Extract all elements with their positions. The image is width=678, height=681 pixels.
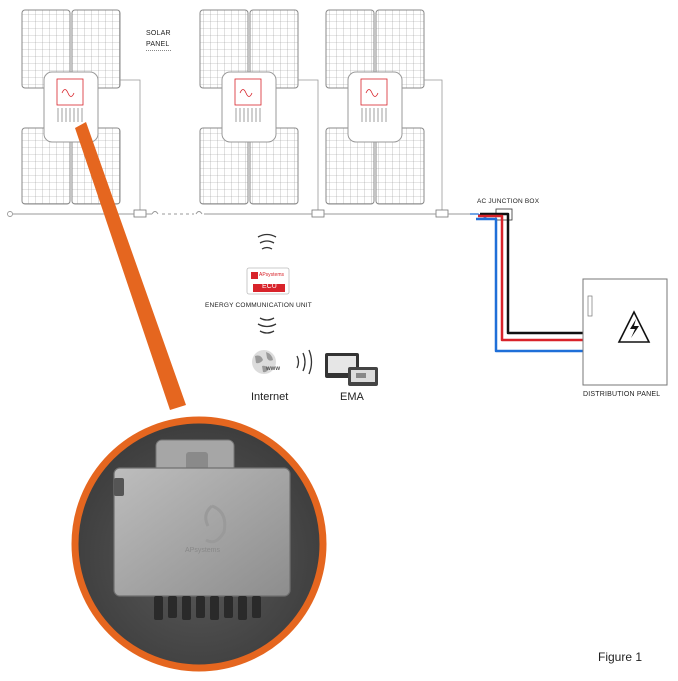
microinverter-icon: [113, 439, 291, 620]
wireless-signal-icon: [257, 317, 277, 334]
wireless-signal-icon: [257, 233, 277, 250]
ecu-badge-label: ECU: [262, 283, 277, 290]
solar-panel-group-2: [199, 9, 325, 218]
microinverter-brand-label: APsystems: [185, 547, 221, 554]
lightning-icon: [617, 310, 651, 343]
monitor-icon: [325, 353, 378, 386]
ecu-device: [246, 267, 290, 295]
www-label: www: [266, 366, 281, 372]
solar-panel-label: SOLAR PANEL: [146, 28, 171, 51]
solar-panel-group-3: [325, 9, 449, 218]
wireless-signal-icon: [296, 349, 313, 375]
ac-trunk-cable: [7, 211, 470, 217]
solar-panel-group-1: [21, 9, 147, 218]
globe-icon: [252, 350, 276, 374]
ecu-brand-label: APsystems: [259, 272, 285, 278]
ema-label: EMA: [340, 391, 364, 403]
output-cables: [476, 212, 583, 353]
distribution-panel: [582, 278, 668, 386]
energy-communication-unit-label: ENERGY COMMUNICATION UNIT: [205, 302, 312, 309]
internet-label: Internet: [251, 391, 289, 403]
ac-junction-box-label: AC JUNCTION BOX: [477, 198, 540, 205]
distribution-panel-label: DISTRIBUTION PANEL: [583, 391, 661, 398]
figure-caption: Figure 1: [598, 650, 643, 664]
